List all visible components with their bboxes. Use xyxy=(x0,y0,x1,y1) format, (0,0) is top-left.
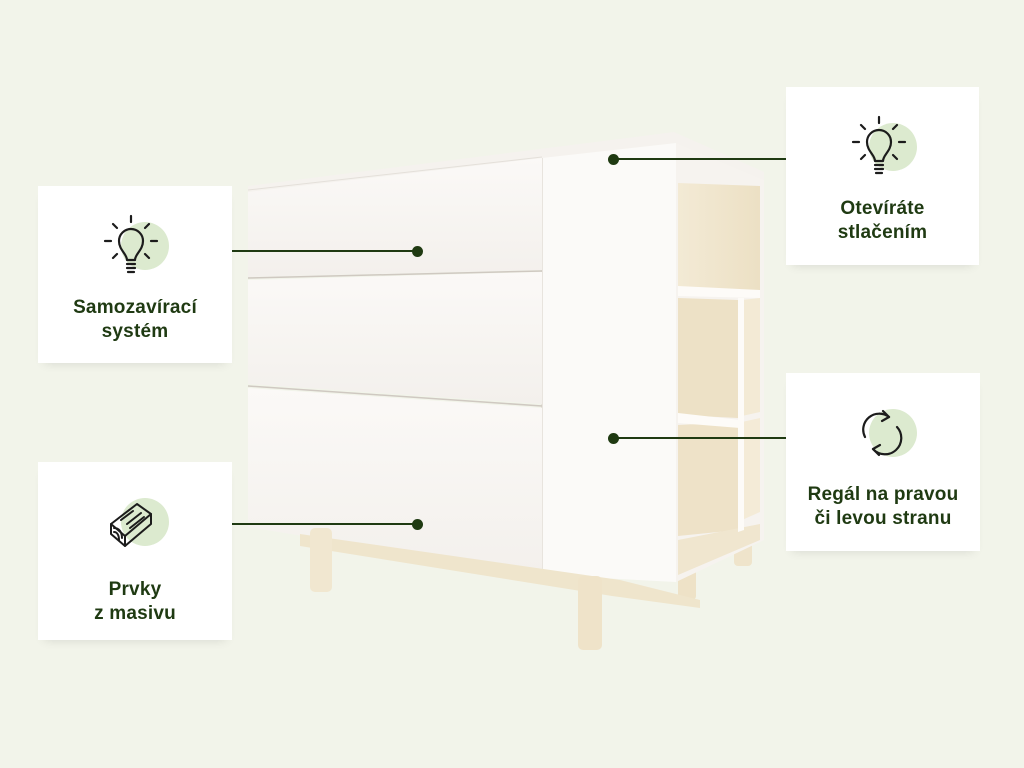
feature-label-line2: systém xyxy=(101,321,169,342)
feature-card-push-open: Otevíráte stlačením xyxy=(786,87,979,265)
feature-label-line2: z masivu xyxy=(94,603,176,624)
side-shelf-unit xyxy=(676,143,764,582)
lightbulb-icon xyxy=(97,208,173,284)
feature-label-line1: Otevíráte xyxy=(840,198,925,219)
connector-line-push-open xyxy=(615,158,811,160)
feature-card-shelf-side: Regál na pravou či levou stranu xyxy=(786,373,980,551)
feature-label-line1: Prvky xyxy=(108,579,162,600)
dresser-top xyxy=(248,132,764,192)
feature-card-solid-wood: Prvky z masivu xyxy=(38,462,232,640)
door-panel xyxy=(542,143,676,582)
connector-line-solid-wood xyxy=(210,523,420,525)
connector-line-self-closing xyxy=(210,250,420,252)
feature-card-self-closing: Samozavírací systém xyxy=(38,186,232,363)
connector-line-shelf xyxy=(615,437,811,439)
connector-dot-shelf xyxy=(608,433,619,444)
feature-label-line1: Samozavírací xyxy=(73,297,197,318)
feature-label-shelf-side: Regál na pravou či levou stranu xyxy=(808,483,959,531)
wood-log-icon xyxy=(97,484,173,560)
connector-dot-self-closing xyxy=(412,246,423,257)
dresser-front-legs xyxy=(310,528,602,650)
feature-label-line1: Regál na pravou xyxy=(807,484,959,505)
feature-label-solid-wood: Prvky z masivu xyxy=(94,578,176,626)
feature-label-self-closing: Samozavírací systém xyxy=(73,296,197,344)
feature-label-line2: stlačením xyxy=(837,222,928,243)
lightbulb-icon xyxy=(845,109,921,185)
feature-label-line2: či levou stranu xyxy=(814,508,952,529)
rotate-arrows-icon xyxy=(845,395,921,471)
drawer-fronts xyxy=(247,156,543,575)
feature-label-push-open: Otevíráte stlačením xyxy=(838,197,927,245)
connector-dot-push-open xyxy=(608,154,619,165)
connector-dot-solid-wood xyxy=(412,519,423,530)
